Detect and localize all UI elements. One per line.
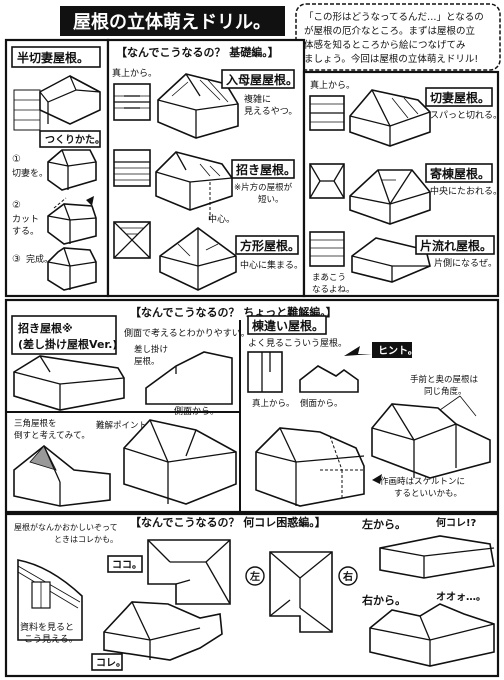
katanagare-drawing (351, 237, 431, 283)
maakou-1: まあこう (312, 273, 346, 283)
mu-side-label: 側面から。 (300, 398, 343, 409)
complex-roof-drawing (123, 419, 237, 505)
maneki2-side-view (145, 351, 233, 405)
hidari-badge: 左 (249, 570, 260, 583)
maneki-note-2: 短い。 (258, 194, 284, 205)
tri-note-2: 倒すと考えてみて。 (14, 430, 90, 441)
step-3-num: ③ (12, 254, 21, 265)
oo-label: オオォ…。 (436, 591, 486, 603)
koko-label: ココ。 (112, 560, 142, 571)
hint-badge: ヒント。 (378, 345, 418, 357)
step-1-text: 切妻を。 (12, 167, 48, 179)
maneki-top-view (113, 149, 151, 187)
left-from-label: 左から。 (361, 517, 406, 531)
step-1-num: ① (12, 154, 21, 165)
nankai-label: 難解ポイント。 (96, 420, 155, 431)
irimoya-note-1: 複雑に (244, 93, 271, 105)
step-2-num: ② (12, 200, 21, 211)
munechigai-top-view (247, 351, 283, 393)
basic-top-view: 真上から。 (112, 67, 157, 79)
sashikake-2: 屋根。 (134, 356, 160, 367)
irimoya-drawing (157, 73, 239, 139)
munechigai-drawing (371, 395, 491, 479)
intro-line-3: 体感を知るところから絵につなげてみ (304, 39, 466, 51)
page-title: 屋根の立体萌えドリル。 (73, 11, 271, 33)
chushin-label: 中心。 (208, 213, 235, 225)
side-from-label: 側面から。 (174, 405, 219, 417)
intro-box: 「この形はどうなってるんだ…」となるの が屋根の厄介なところ。まずは屋根の立 体… (295, 3, 501, 71)
front-back-2: 同じ角度。 (424, 386, 467, 397)
hogyo-drawing (159, 227, 237, 291)
kiri-label: 切妻屋根。 (430, 90, 490, 105)
kore-label: コレ。 (96, 658, 126, 669)
maneki2-label-2: (差し掛け屋根Ver.) (18, 337, 117, 351)
mu-top-label: 真上から。 (252, 398, 295, 409)
strange-note-1: 屋根がなんかおかしいぞって (14, 522, 118, 532)
tri-note-1: 三角屋根を (14, 418, 57, 429)
strange-note-2: ときはコレかも。 (54, 535, 118, 544)
hogyo-label: 方形屋根。 (240, 238, 300, 253)
confused-house (103, 601, 223, 661)
confused-top-view (147, 539, 231, 605)
step-3-house (47, 247, 97, 291)
maneki2-drawing (13, 355, 125, 411)
kiri-top-view (309, 95, 345, 131)
tsukurikata-label: つくりかた。 (45, 134, 105, 146)
left-view-drawing (379, 535, 495, 579)
hint-arrow (344, 346, 372, 356)
right-view-drawing (369, 603, 495, 667)
irimoya-label: 入母屋屋根。 (226, 72, 298, 87)
tri-house-drawing (13, 444, 111, 507)
often-label: よく見るこういう屋根。 (248, 337, 347, 349)
maneki-label: 招き屋根。 (236, 162, 296, 177)
step-2-text: カット (12, 214, 39, 225)
sashikake-1: 差し掛け (134, 344, 168, 355)
yosemune-drawing (349, 169, 431, 225)
skeleton-drawing (255, 427, 365, 507)
kiri-note: スパっと切れる。 (430, 110, 502, 121)
irimoya-top-view (113, 83, 151, 121)
yosemune-top-view (309, 163, 345, 199)
skeleton-note-2: するといいかも。 (394, 489, 462, 499)
hogyo-top-view (113, 221, 151, 259)
katanagare-note: 片側になるぜ。 (434, 257, 497, 269)
hogyo-note: 中心に集まる。 (240, 259, 303, 271)
maneki-drawing (155, 151, 233, 220)
irimoya-note-2: 見えるやつ。 (244, 106, 297, 117)
intro-line-4: ましょう。今回は屋根の立体萌えドリル! (304, 53, 478, 65)
confused-top-view-2 (269, 551, 333, 633)
yosemune-label: 寄棟屋根。 (430, 166, 490, 181)
yosemune-note: 中央にたおれる。 (430, 185, 502, 197)
maneki-note-1: ※片方の屋根が (234, 182, 293, 193)
shiryo-2: こう見える。 (24, 634, 78, 645)
intro-line-2: が屋根の厄介なところ。まずは屋根の立 (304, 25, 475, 37)
munechigai-side-view (299, 365, 359, 393)
confused-header: 【なんでこうなるの？ 何コレ困惑編。】 (130, 515, 326, 529)
intro-line-1: 「この形はどうなってるんだ…」となるの (304, 11, 484, 23)
kirizuma-label: 半切妻屋根。 (17, 50, 89, 65)
katanagare-label: 片流れ屋根。 (420, 238, 492, 253)
step-3-text: 完成。 (26, 253, 53, 265)
step-2-text-b: する。 (12, 226, 39, 237)
step-1-house (47, 149, 97, 191)
migi-badge: 右 (342, 570, 353, 583)
right-from-label: 右から。 (361, 593, 406, 607)
maneki2-label-1: 招き屋根※ (18, 321, 73, 335)
katanagare-top-view (309, 231, 345, 267)
munechigai-label: 棟違い屋根。 (252, 318, 324, 333)
side-hint: 側面で考えるとわかりやすい。 (124, 327, 250, 339)
nani-label: 何コレ!? (436, 516, 477, 529)
basic-header: 【なんでこうなるの？ 基礎編。】 (116, 45, 279, 59)
kiri-drawing (349, 89, 431, 147)
title-banner: 屋根の立体萌えドリル。 (60, 6, 285, 36)
step-2-house (47, 196, 97, 245)
basic-top-view-right: 真上から。 (310, 79, 355, 91)
front-back-1: 手前と奥の屋根は (410, 374, 479, 385)
maakou-2: なるよね。 (312, 285, 355, 295)
shiryo-1: 資料を見ると (20, 621, 74, 633)
skeleton-note-1: 作画時はスケルトンに (380, 476, 465, 487)
half-kirizuma-drawing (13, 75, 101, 131)
eave-sketch (17, 559, 83, 641)
